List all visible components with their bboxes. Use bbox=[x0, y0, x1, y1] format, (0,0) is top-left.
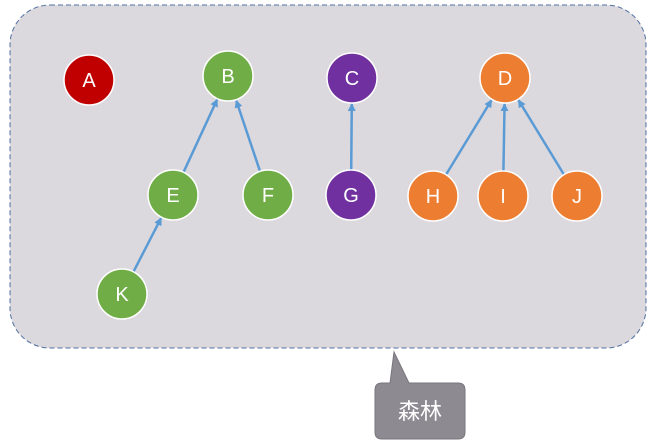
node-j: J bbox=[551, 170, 603, 222]
node-circle-c bbox=[326, 52, 378, 104]
node-label-h: H bbox=[426, 186, 440, 208]
node-circle-a bbox=[63, 54, 115, 106]
forest-callout: 森林 bbox=[374, 350, 466, 440]
node-f: F bbox=[242, 169, 294, 221]
node-label-i: I bbox=[500, 186, 506, 208]
node-circle-g bbox=[325, 169, 377, 221]
node-circle-h bbox=[407, 170, 459, 222]
node-label-e: E bbox=[166, 185, 179, 207]
node-label-k: K bbox=[115, 284, 129, 306]
node-circle-j bbox=[551, 170, 603, 222]
node-circle-f bbox=[242, 169, 294, 221]
node-label-f: F bbox=[262, 185, 274, 207]
edge-g-to-c bbox=[347, 102, 356, 171]
node-label-c: C bbox=[345, 68, 359, 90]
callout-bubble bbox=[374, 350, 466, 440]
node-circle-b bbox=[202, 50, 254, 102]
node-i: I bbox=[477, 170, 529, 222]
edge-h-to-d bbox=[444, 99, 493, 176]
node-label-j: J bbox=[572, 186, 582, 208]
edge-k-to-e bbox=[132, 217, 163, 273]
callout-label: 森林 bbox=[398, 400, 442, 425]
node-label-d: D bbox=[498, 68, 512, 90]
edge-j-to-d bbox=[517, 99, 566, 176]
node-c: C bbox=[326, 52, 378, 104]
nodes-layer: A B C D E F G H I J K bbox=[63, 50, 603, 320]
node-g: G bbox=[325, 169, 377, 221]
node-circle-d bbox=[479, 52, 531, 104]
node-k: K bbox=[96, 268, 148, 320]
node-circle-e bbox=[147, 169, 199, 221]
node-d: D bbox=[479, 52, 531, 104]
node-label-g: G bbox=[343, 185, 359, 207]
node-e: E bbox=[147, 169, 199, 221]
node-b: B bbox=[202, 50, 254, 102]
node-label-b: B bbox=[221, 66, 234, 88]
edge-f-to-b bbox=[234, 99, 262, 172]
node-label-a: A bbox=[82, 70, 96, 92]
node-a: A bbox=[63, 54, 115, 106]
node-circle-i bbox=[477, 170, 529, 222]
edge-i-to-d bbox=[500, 102, 509, 172]
edge-e-to-b bbox=[182, 98, 219, 173]
edges-layer bbox=[132, 98, 566, 273]
node-h: H bbox=[407, 170, 459, 222]
node-circle-k bbox=[96, 268, 148, 320]
